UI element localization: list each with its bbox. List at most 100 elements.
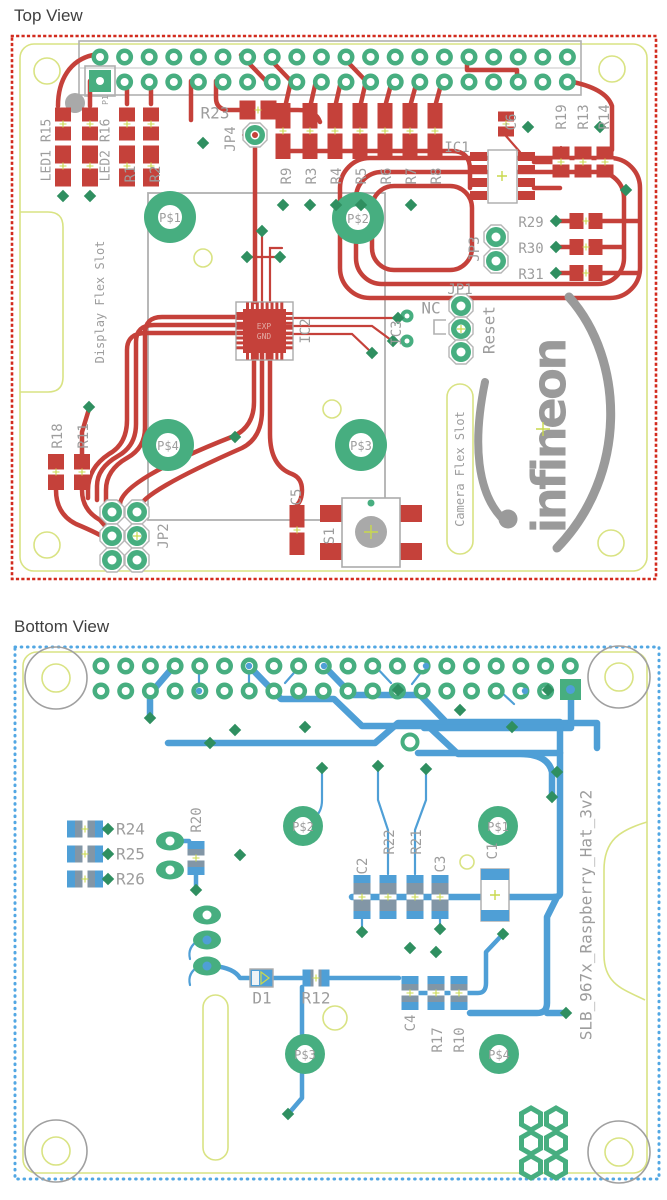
header-pin-hole — [194, 53, 203, 61]
via — [228, 723, 242, 737]
copper-trace — [117, 349, 257, 507]
via — [298, 720, 312, 734]
resistor-cap — [401, 1002, 419, 1010]
qfn-pin — [285, 331, 293, 335]
logo-dot — [498, 509, 518, 529]
jp4-center — [252, 132, 258, 138]
silk-label-r19: R19 — [554, 104, 570, 129]
via — [545, 790, 559, 804]
header-pin-hole — [368, 662, 377, 670]
header-pin-hole — [516, 662, 525, 670]
pad-hole — [456, 347, 466, 357]
header-pin-hole — [415, 78, 424, 86]
qfn-pin — [236, 341, 244, 345]
via — [101, 872, 115, 886]
via — [371, 759, 385, 773]
silk-label-ps1: P$1 — [159, 211, 181, 225]
top-silk-outlines — [78, 40, 582, 521]
top-header-pins — [91, 48, 576, 91]
qfn-pin — [285, 316, 293, 320]
top-through-hole-pads — [99, 122, 509, 573]
via — [255, 224, 269, 238]
qfn-pin — [236, 312, 244, 315]
resistor-cap — [321, 969, 330, 987]
header-pin-hole — [465, 53, 473, 61]
resistor-cross — [331, 127, 339, 135]
resistor-cap — [187, 841, 205, 849]
resistor-cross — [432, 989, 440, 997]
mount-pad-hole — [156, 433, 180, 457]
header-pin-hole — [492, 662, 501, 670]
qfn-pin — [236, 326, 244, 330]
mount-pad-hole — [346, 206, 370, 230]
copper-trace-thin — [284, 324, 393, 342]
resistor-cross — [123, 162, 131, 170]
via — [559, 1006, 573, 1020]
qfn-pin — [236, 346, 244, 350]
hex-pad — [544, 1105, 568, 1133]
pin1-outline — [84, 65, 116, 97]
qfn-pin — [275, 302, 279, 310]
ic1-pad — [518, 165, 535, 174]
header-pin-hole — [342, 53, 350, 61]
resistor-cap — [450, 1002, 468, 1010]
bottom-header-pins — [92, 657, 579, 700]
via — [404, 198, 418, 212]
top-board-outline — [19, 43, 648, 572]
resistor-cap — [406, 875, 424, 883]
header-pin-hole — [344, 662, 352, 670]
via — [196, 136, 210, 150]
ic1-pad — [470, 191, 487, 200]
silk-label-r8: R8 — [429, 168, 445, 185]
pad-hole — [456, 301, 466, 311]
resistor-cap — [431, 875, 449, 883]
silk-label-d1: D1 — [252, 989, 271, 1008]
silk-label-r9: R9 — [279, 168, 295, 185]
via — [233, 848, 247, 862]
header-pin-hole — [563, 53, 572, 61]
pad-hole — [107, 507, 117, 517]
cap-c1-pad — [481, 869, 509, 880]
mounting-holes — [24, 645, 651, 1184]
header-pin-hole — [96, 53, 104, 61]
copper-trace — [420, 688, 575, 732]
via — [355, 925, 369, 939]
header-pin-hole — [344, 687, 352, 695]
silk-label-r31: R31 — [518, 267, 543, 283]
copper-trace — [466, 893, 561, 1017]
resistor-cross — [192, 854, 200, 862]
silk-label-nc: NC — [421, 299, 440, 318]
top-view-title: Top View — [14, 6, 83, 25]
silk-label-bot-ps4: P$4 — [488, 1048, 510, 1062]
pad-cross — [457, 325, 465, 333]
resistor-cap — [450, 976, 468, 984]
silk-label-ic2: IC2 — [298, 318, 314, 343]
display-connector-outline — [147, 192, 386, 521]
resistor-cross — [279, 127, 287, 135]
resistor-cross — [86, 120, 94, 128]
copper-trace — [164, 719, 601, 752]
header-pin-hole — [366, 78, 375, 86]
copper-trace — [136, 349, 265, 511]
silk-label-c3: C3 — [433, 856, 449, 873]
silk-label-r5: R5 — [354, 168, 370, 185]
resistor-cap — [379, 875, 397, 883]
silk-label-ic1: IC1 — [444, 140, 469, 156]
pin-trace-dot — [245, 662, 253, 670]
qfn-pin — [250, 352, 254, 360]
copper-trace — [465, 931, 506, 996]
hex-pad — [519, 1105, 543, 1133]
header-pin-hole — [145, 53, 154, 61]
via — [354, 198, 368, 212]
cap-c1-pad — [481, 910, 509, 921]
qfn-pin — [285, 341, 293, 345]
copper-trace — [103, 314, 247, 507]
pad-cross — [133, 532, 141, 540]
mount-pad-hole — [294, 817, 312, 835]
silk-label-bot-ps2: P$2 — [292, 820, 314, 834]
via — [403, 941, 417, 955]
header-pin-hole — [169, 53, 178, 61]
resistor-cross — [78, 468, 86, 476]
header-pin-hole — [467, 687, 476, 695]
via — [273, 250, 287, 264]
